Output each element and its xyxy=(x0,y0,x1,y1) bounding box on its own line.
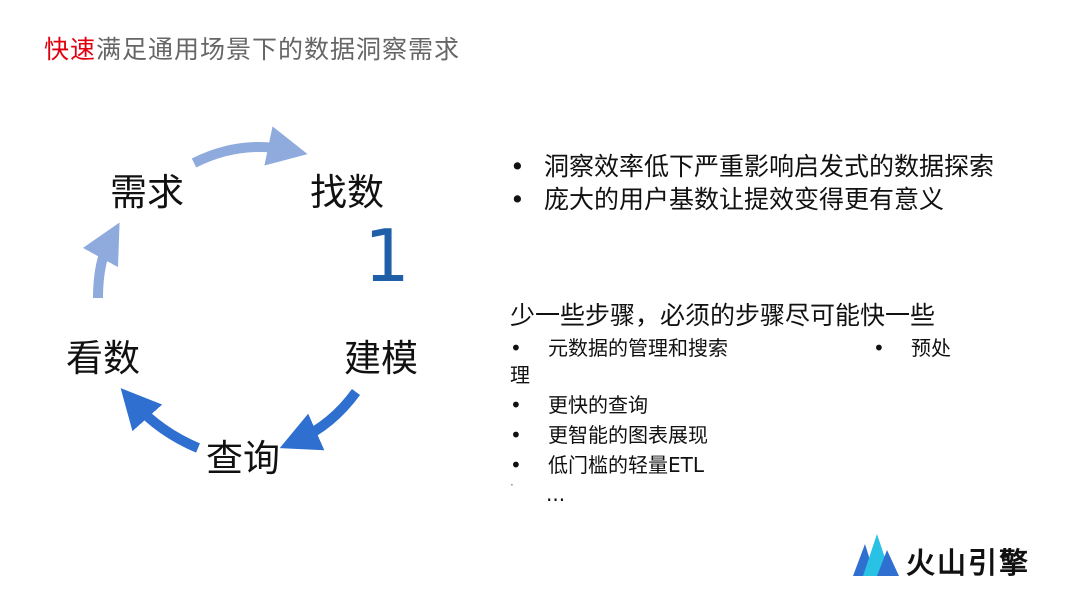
subheading: 少一些步骤，必须的步骤尽可能快一些 xyxy=(510,301,936,330)
bullet-dot: • xyxy=(873,336,885,360)
bullet-text: 庞大的用户基数让提效变得更有意义 xyxy=(544,185,945,214)
small-mark: · xyxy=(510,478,514,492)
node-find-data: 找数 xyxy=(310,171,384,214)
cycle-diagram xyxy=(82,126,361,453)
step-item: • 更快的查询 xyxy=(510,389,648,418)
title-highlight: 快速 xyxy=(44,35,97,64)
volcano-logo-icon xyxy=(853,534,899,576)
bullet-dot: • xyxy=(510,152,525,181)
node-query: 查询 xyxy=(206,437,280,480)
step-text: 低门槛的轻量ETL xyxy=(548,453,704,477)
step-item: • 低门槛的轻量ETL xyxy=(510,449,704,478)
bullet-dot: • xyxy=(510,185,525,214)
node-demand: 需求 xyxy=(110,171,184,214)
step-text: 元数据的管理和搜索 xyxy=(548,336,728,360)
step-text: 更智能的图表展现 xyxy=(548,423,708,447)
step-item: • 元数据的管理和搜索 xyxy=(510,332,728,361)
bullet-text: 洞察效率低下严重影响启发式的数据探索 xyxy=(544,152,995,181)
step-item: • 更智能的图表展现 xyxy=(510,419,708,448)
page-title: 快速满足通用场景下的数据洞察需求 xyxy=(44,30,460,66)
step-number: 1 xyxy=(364,214,410,298)
step-text: 更快的查询 xyxy=(548,393,648,417)
bullet-dot: • xyxy=(510,423,522,447)
brand-name: 火山引擎 xyxy=(906,546,1031,580)
step-wrap-text: 理 xyxy=(510,363,530,387)
arrow-view-to-demand xyxy=(82,222,120,299)
step-ellipsis: ... xyxy=(546,482,566,506)
bullet-dot: • xyxy=(510,393,522,417)
node-view-data: 看数 xyxy=(66,337,140,380)
arrow-demand-to-find xyxy=(191,126,308,168)
bullet-dot: • xyxy=(510,453,522,477)
step-text: 预处 xyxy=(911,336,951,360)
node-modeling: 建模 xyxy=(344,337,418,380)
step-item: • 预处 xyxy=(873,332,951,361)
title-rest: 满足通用场景下的数据洞察需求 xyxy=(96,35,461,64)
bullet-item: • 洞察效率低下严重影响启发式的数据探索 xyxy=(510,147,994,183)
bullet-dot: • xyxy=(510,336,522,360)
arrow-query-to-view xyxy=(120,388,200,453)
arrow-model-to-query xyxy=(279,389,361,451)
bullet-item: • 庞大的用户基数让提效变得更有意义 xyxy=(510,180,944,216)
